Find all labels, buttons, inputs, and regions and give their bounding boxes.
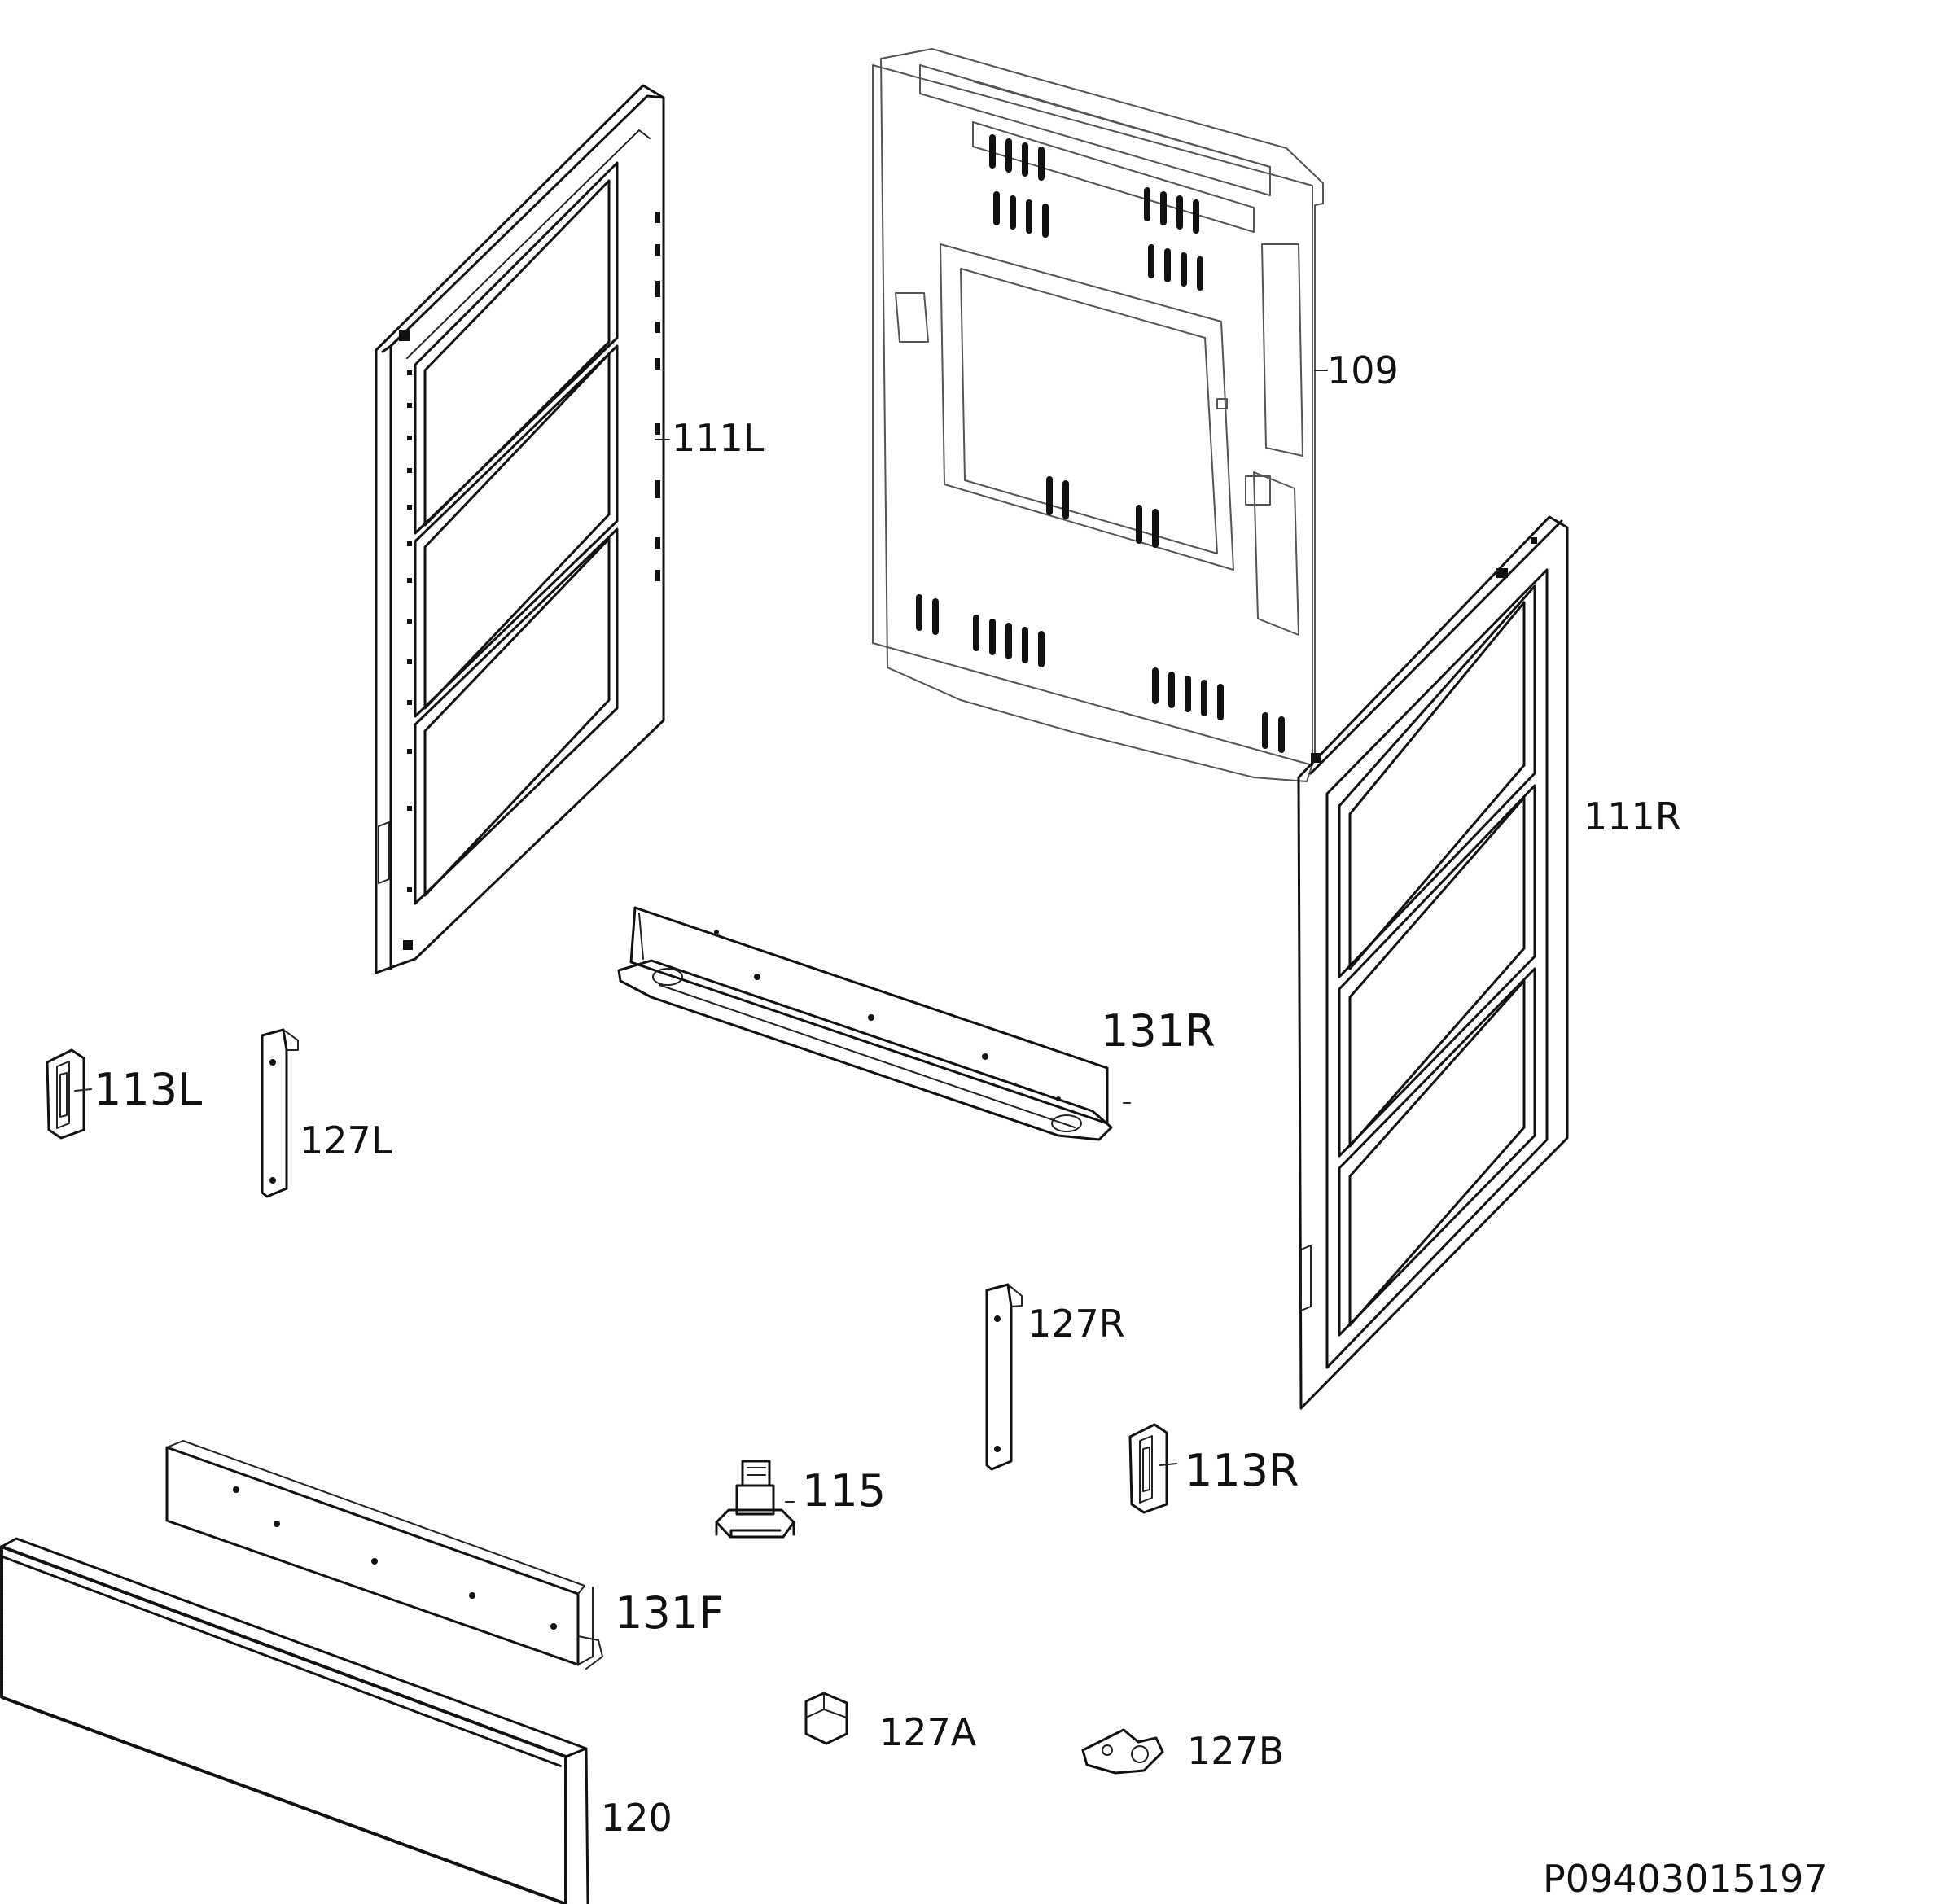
label-120: 120 [601, 1796, 673, 1840]
part-127A-clip [804, 1692, 848, 1745]
part-111R-right-side-frame [1297, 515, 1569, 1410]
part-109-rear-panel [872, 48, 1324, 782]
part-127L-corner-post [261, 1028, 299, 1198]
part-120-kick-panel [0, 1537, 589, 1904]
label-109: 109 [1327, 348, 1399, 392]
label-127R: 127R [1027, 1302, 1125, 1346]
leader-lines [74, 370, 1328, 1503]
label-127L: 127L [300, 1118, 392, 1162]
label-115: 115 [802, 1465, 887, 1517]
part-131F-front-rail [165, 1440, 603, 1670]
label-111L: 111L [672, 416, 765, 460]
label-113R: 113R [1185, 1445, 1299, 1496]
part-115-adjustable-foot [715, 1460, 795, 1539]
part-127R-corner-post [985, 1283, 1023, 1471]
part-127B-bracket [1081, 1728, 1164, 1775]
label-131F: 131F [615, 1587, 725, 1639]
part-113L-hinge-bracket [46, 1048, 85, 1140]
part-111L-left-side-frame [375, 84, 665, 974]
part-113R-hinge-bracket [1128, 1423, 1168, 1514]
label-127A: 127A [879, 1710, 977, 1754]
label-111R: 111R [1584, 794, 1681, 838]
label-113L: 113L [94, 1064, 203, 1115]
label-127B: 127B [1187, 1729, 1285, 1773]
drawing-number: P09403015197 [1543, 1857, 1828, 1901]
label-131R: 131R [1101, 1005, 1216, 1057]
part-131R-rear-rail [617, 906, 1113, 1141]
